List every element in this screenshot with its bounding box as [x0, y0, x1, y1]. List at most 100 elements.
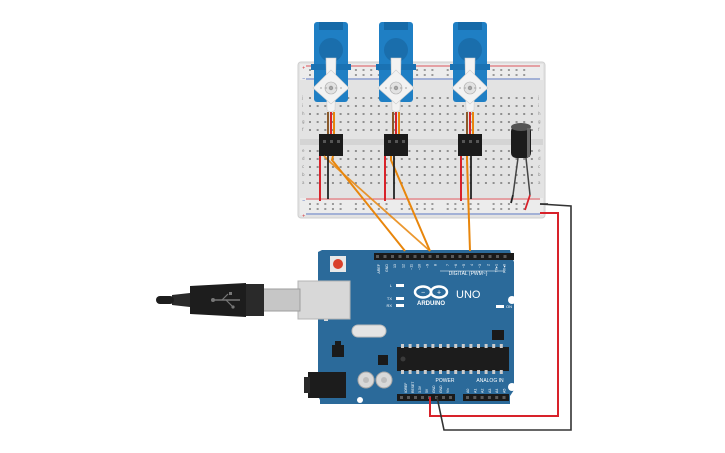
row-letter: j [301, 95, 303, 100]
status-leds: L TX RX ON [386, 283, 512, 309]
arduino-uno-board: AREF GND 13 12 ~11 ~10 ~9 8 7 ~6 ~5 4 ~3 2 TX▸1 RX◂0 DI… [304, 250, 516, 404]
power-pin-label: Vin [446, 388, 450, 393]
row-letter: a [538, 180, 541, 185]
wires [319, 155, 572, 431]
power-label: POWER [436, 378, 455, 384]
analog-pin-label: A3 [488, 389, 492, 393]
svg-text:−: − [302, 198, 305, 203]
small-chip [378, 355, 388, 365]
wire-gnd [436, 203, 572, 431]
usb-plug-metal [261, 288, 301, 312]
arduino-logo: − + ARDUINO [413, 285, 449, 307]
power-pin-label: 3.3V [418, 385, 422, 393]
dc-power-jack [304, 372, 346, 398]
digital-pin-label: 2 [486, 264, 490, 266]
row-letter: h [538, 111, 541, 116]
analog-header [463, 394, 509, 401]
wire-signal-servo-3 [466, 156, 471, 252]
digital-pin-label: 7 [446, 264, 450, 266]
usb-b-port [297, 280, 351, 320]
svg-text:+: + [302, 213, 305, 218]
row-letter: e [302, 148, 305, 153]
row-letter: i [302, 103, 303, 108]
led-tx-label: TX [387, 296, 392, 301]
row-letter: f [302, 127, 304, 132]
svg-text:+: + [302, 65, 305, 70]
row-letter: h [302, 111, 305, 116]
row-letter: c [302, 164, 304, 169]
digital-pin-label: ~5 [462, 264, 466, 268]
row-letter: b [538, 172, 541, 177]
analog-pin-label: A4 [495, 389, 499, 393]
servos [311, 22, 490, 156]
power-header [397, 394, 455, 401]
svg-text:+: + [437, 290, 441, 297]
electrolytic-capacitor [511, 123, 531, 196]
digital-pin-label: ~6 [454, 264, 458, 268]
digital-pin-label: RX◂0 [503, 264, 507, 273]
usb-icon [211, 292, 240, 309]
logo-text: ARDUINO [417, 301, 445, 307]
power-pin-label: IOREF [404, 383, 408, 393]
power-pin-label: RESET [411, 382, 415, 393]
digital-pin-label: 8 [434, 264, 438, 266]
wire-signal-servo-2 [390, 156, 431, 252]
atmega-chip [397, 344, 509, 374]
power-pin-label: 5V [425, 388, 429, 393]
board-brand: UNO [456, 289, 481, 301]
digital-pin-label: GND [385, 264, 389, 272]
crystal-oscillator [351, 324, 387, 338]
row-letter: b [302, 172, 305, 177]
usb-plug-collar [245, 284, 264, 316]
digital-pin-label: 12 [401, 264, 405, 268]
digital-pin-label: TX▸1 [494, 264, 498, 272]
row-letter: e [538, 148, 541, 153]
analog-label: ANALOG IN [476, 378, 504, 384]
icsp-header [492, 330, 504, 340]
digital-pin-labels: AREF GND 13 12 ~11 ~10 ~9 8 7 ~6 ~5 4 ~3 2 TX▸1 RX◂0 [377, 263, 507, 273]
digital-pin-label: ~10 [418, 264, 422, 270]
analog-pin-label: A0 [466, 389, 470, 393]
row-letter: g [302, 119, 305, 124]
led-l-label: L [390, 283, 393, 288]
power-pin-label: GND [439, 385, 443, 393]
usb-cable [156, 280, 351, 320]
svg-text:−: − [302, 76, 305, 81]
row-letter: i [538, 103, 539, 108]
digital-pin-label: ~11 [409, 264, 413, 270]
svg-text:−: − [421, 290, 425, 297]
analog-pin-label: A2 [481, 389, 485, 393]
wire-5v [429, 212, 559, 417]
servo-motor [376, 22, 416, 156]
analog-pin-label: A1 [473, 389, 477, 393]
usb-cable-strain [156, 296, 174, 304]
servo-motor [450, 22, 490, 156]
mounting-hole [357, 397, 363, 403]
row-letter: d [302, 156, 305, 161]
digital-pin-label: AREF [377, 263, 381, 273]
power-pin-label: GND [432, 385, 436, 393]
on-led-label: ON [506, 304, 512, 309]
digital-pin-label: ~3 [478, 264, 482, 268]
row-letter: d [538, 156, 541, 161]
wire-signal-servo-1 [330, 155, 406, 252]
digital-pin-label: ~9 [426, 264, 430, 268]
row-letter: a [302, 180, 305, 185]
digital-pin-label: 13 [393, 264, 397, 268]
row-letter: j [537, 95, 539, 100]
row-letter: g [538, 119, 541, 124]
reset-button[interactable] [330, 256, 346, 272]
row-letter: f [538, 127, 540, 132]
digital-header-label: DIGITAL (PWM~) [449, 271, 488, 277]
servo-motor [311, 22, 351, 156]
digital-header [374, 253, 514, 260]
analog-pin-label: A5 [503, 389, 507, 393]
digital-pin-label: 4 [470, 264, 474, 266]
voltage-regulator [332, 345, 344, 357]
row-letter: c [538, 164, 540, 169]
mounting-hole [508, 383, 516, 391]
